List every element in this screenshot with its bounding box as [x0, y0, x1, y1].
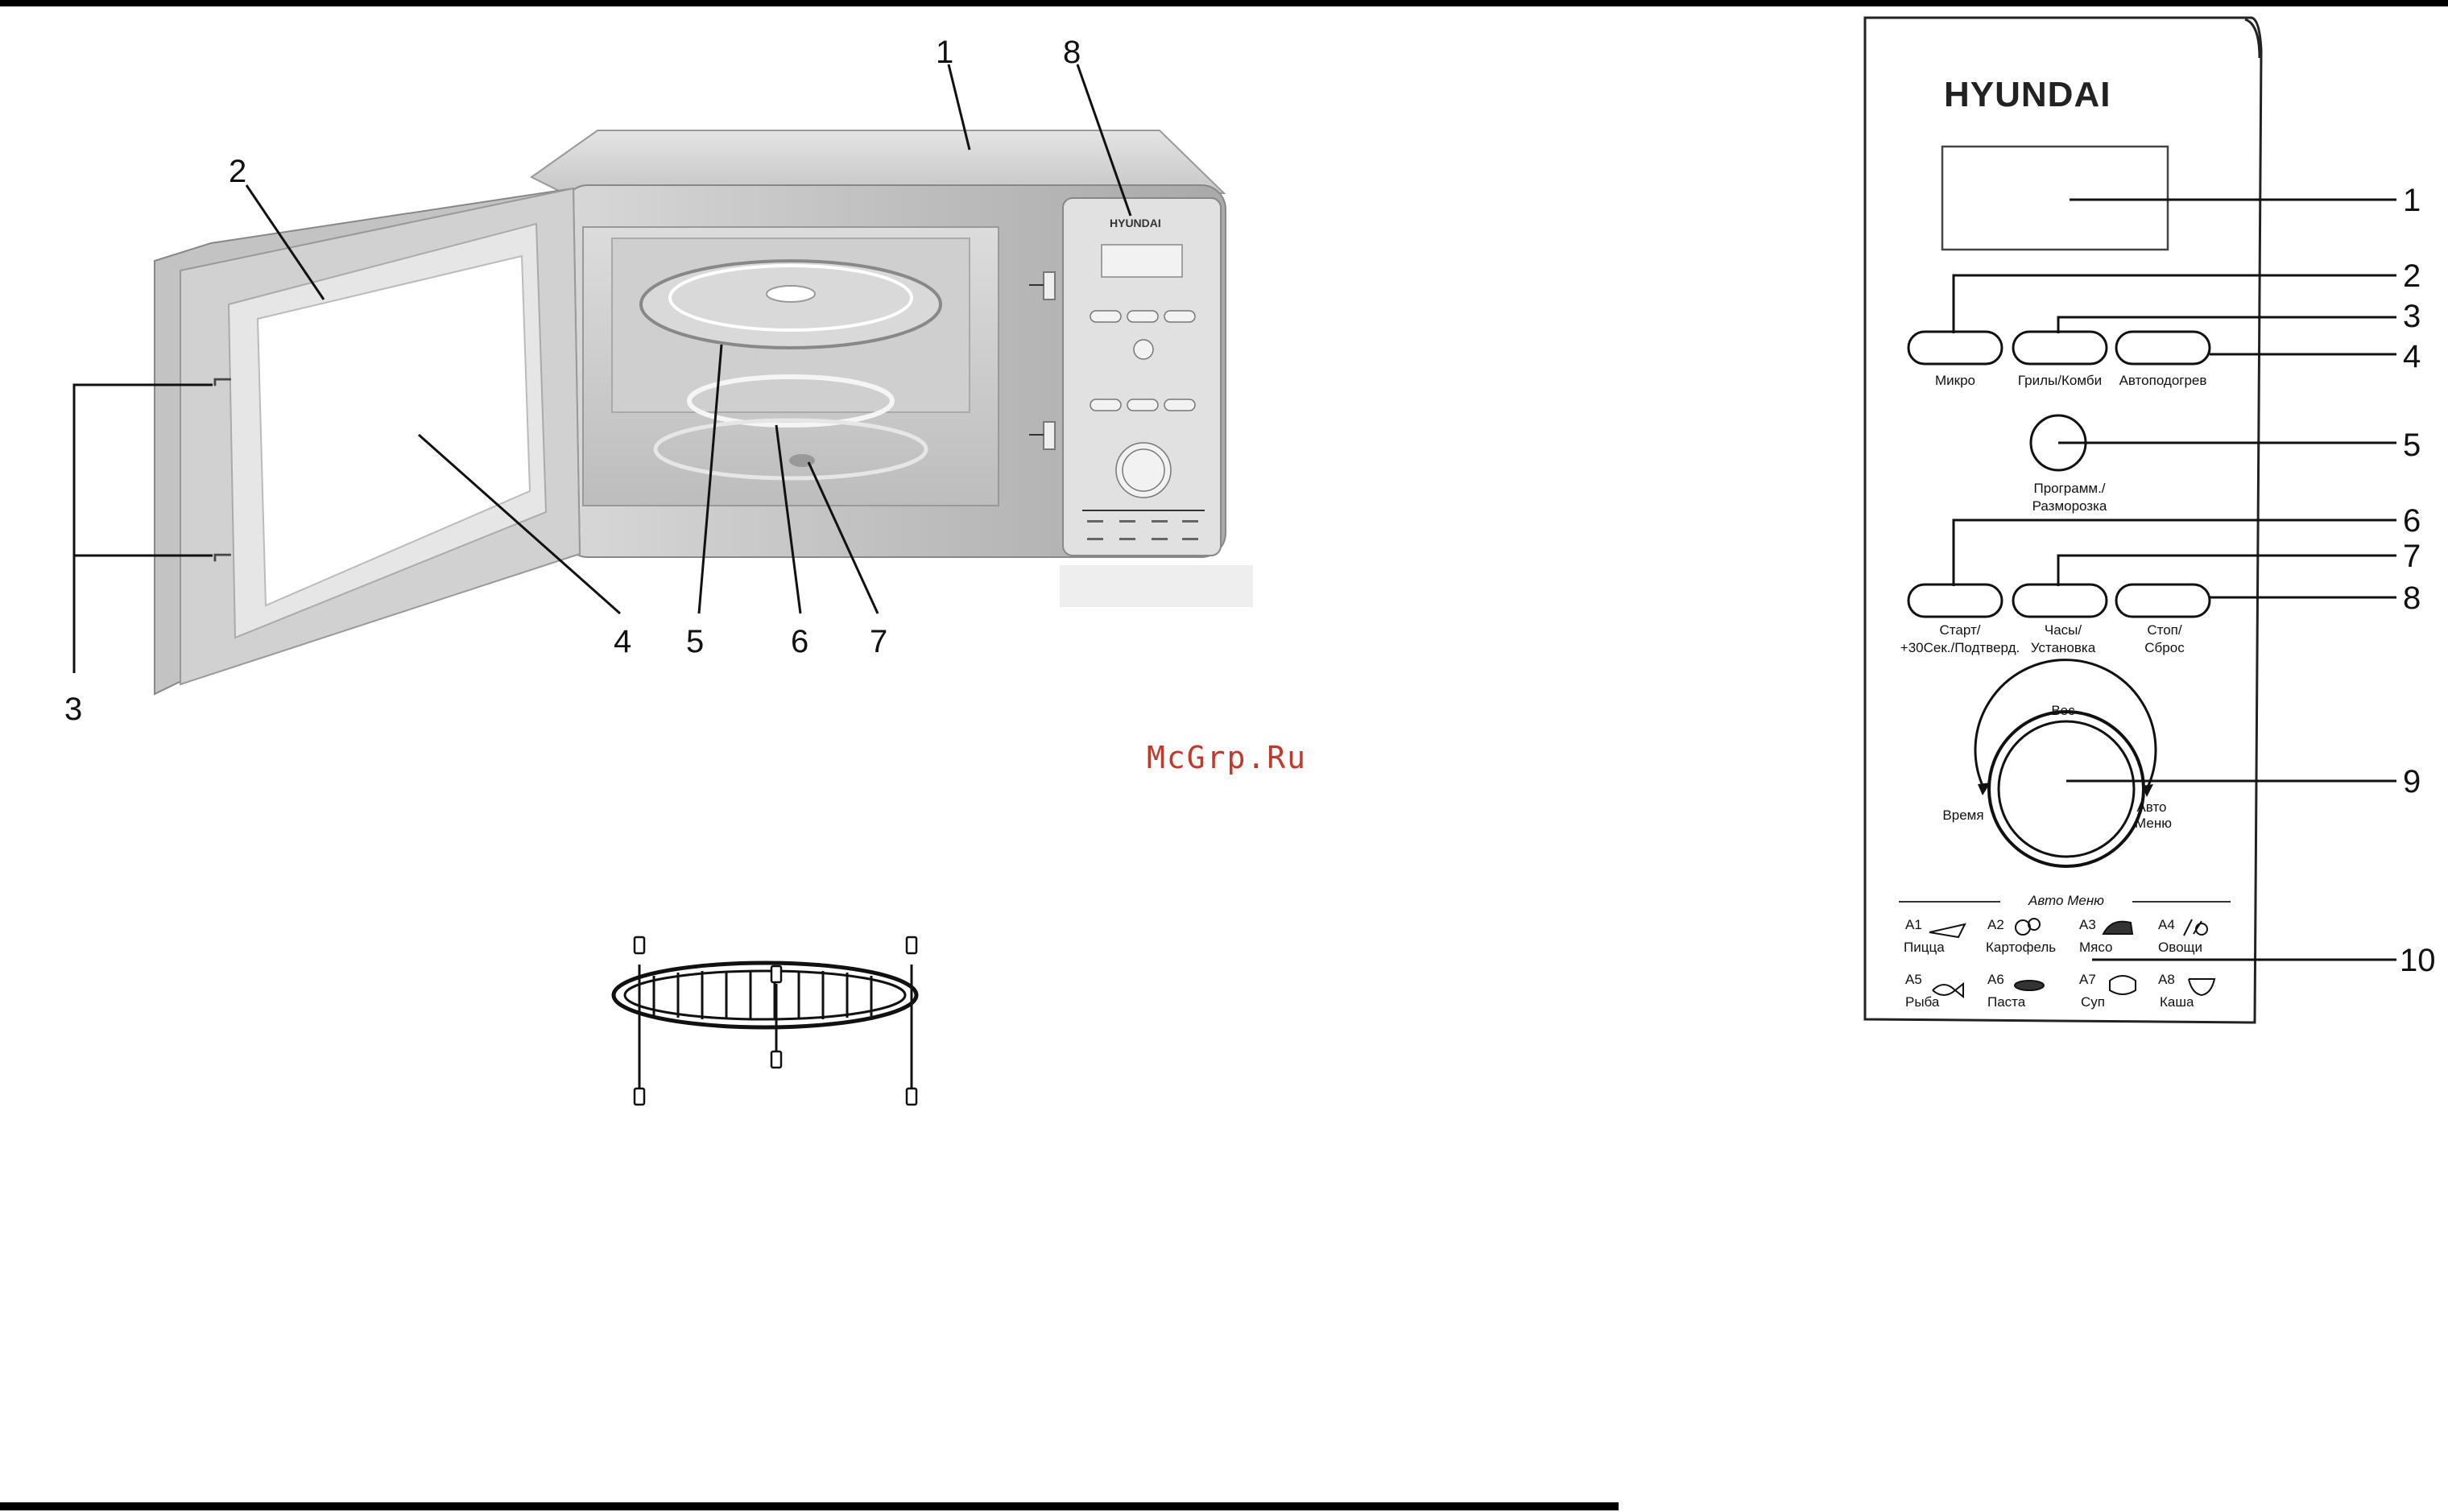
start-label-line2: +30Сек./Подтверд.	[1900, 640, 2020, 655]
stop-label-line2: Сброс	[2144, 640, 2185, 655]
latch-slot-bottom	[1044, 422, 1055, 449]
panel-callout-8: 8	[2403, 580, 2421, 616]
grill-combi-button-label: Грилы/Комби	[2018, 373, 2102, 388]
auto-menu-code: A2	[1987, 917, 2004, 932]
grill-rack-illustration	[614, 937, 916, 1105]
oven-callout-8: 8	[1063, 35, 1081, 70]
panel-callout-6: 6	[2403, 503, 2421, 539]
oven-callout-3: 3	[64, 692, 82, 727]
auto-menu-name: Овощи	[2158, 940, 2202, 955]
oven-panel-brand: HYUNDAI	[1110, 217, 1161, 229]
tray-hub	[767, 286, 815, 302]
latch-slot-top	[1044, 272, 1055, 300]
microwave-illustration: HYUNDAI ⌐ ⌐	[64, 35, 1253, 727]
oven-callout-5: 5	[686, 624, 704, 659]
bottom-rule	[0, 1502, 1619, 1510]
auto-menu-code: A4	[2158, 917, 2175, 932]
auto-reheat-button-label: Автоподогрев	[2119, 373, 2207, 388]
auto-menu-name: Рыба	[1905, 994, 1940, 1010]
auto-menu-title: Авто Меню	[2028, 893, 2104, 908]
auto-menu-name: Пицца	[1904, 940, 1945, 955]
auto-menu-name: Суп	[2081, 994, 2105, 1010]
panel-brand: HYUNDAI	[1944, 75, 2111, 114]
oven-callout-6: 6	[791, 624, 808, 659]
dial-label-menu: Меню	[2135, 816, 2172, 831]
panel-callout-4: 4	[2403, 339, 2421, 374]
display-window	[1942, 147, 2168, 250]
pasta-icon	[2015, 981, 2044, 990]
oven-callout-1: 1	[936, 35, 953, 70]
oven-callout-2: 2	[229, 154, 246, 189]
micro-button-label: Микро	[1935, 373, 1975, 388]
auto-menu-code: A3	[2079, 917, 2096, 932]
panel-callout-10: 10	[2400, 943, 2436, 978]
panel-callout-9: 9	[2403, 764, 2421, 799]
auto-reheat-button[interactable]	[2116, 332, 2210, 364]
door-hook-icon: ⌐	[211, 540, 234, 572]
oven-callout-4: 4	[614, 624, 631, 659]
stop-reset-button[interactable]	[2116, 585, 2210, 617]
program-label-line1: Программ./	[2033, 481, 2105, 496]
clock-label-line1: Часы/	[2045, 622, 2082, 638]
oven-callout-7: 7	[870, 624, 887, 659]
oven-shadow	[1060, 565, 1253, 607]
stop-label-line1: Стоп/	[2147, 622, 2182, 638]
dial-label-weight: Вес	[2051, 703, 2075, 718]
grill-combi-button[interactable]	[2013, 332, 2107, 364]
auto-menu-name: Мясо	[2079, 940, 2113, 955]
dial-label-time: Время	[1942, 808, 1983, 823]
program-label-line2: Разморозка	[2032, 498, 2107, 514]
clock-button[interactable]	[2013, 585, 2107, 617]
glass-tray	[641, 261, 941, 348]
auto-menu-code: A1	[1905, 917, 1922, 932]
start-label-line1: Старт/	[1940, 622, 1981, 638]
control-panel-detail: HYUNDAI Микро Грилы/Комби Автоподогрев П…	[1865, 18, 2436, 1022]
panel-callout-2: 2	[2403, 258, 2421, 294]
panel-callout-3: 3	[2403, 299, 2421, 334]
panel-callout-7: 7	[2403, 539, 2421, 574]
auto-menu-code: A6	[1987, 972, 2004, 987]
auto-menu-code: A7	[2079, 972, 2096, 987]
auto-menu-name: Каша	[2160, 994, 2194, 1010]
clock-label-line2: Установка	[2031, 640, 2096, 655]
panel-callout-1: 1	[2403, 183, 2421, 218]
auto-menu-code: A8	[2158, 972, 2175, 987]
top-rule	[0, 0, 2448, 6]
auto-menu-name: Картофель	[1986, 940, 2056, 955]
auto-menu-code: A5	[1905, 972, 1922, 987]
panel-callouts: 1 2 3 4 5 6 7 8 9 10	[2400, 183, 2436, 978]
panel-callout-5: 5	[2403, 428, 2421, 463]
auto-menu-name: Паста	[1987, 994, 2026, 1010]
micro-button[interactable]	[1908, 332, 2002, 364]
door-hook-icon: ⌐	[211, 365, 234, 397]
start-button[interactable]	[1908, 585, 2002, 617]
watermark: McGrp.Ru	[1147, 740, 1307, 775]
dial-label-auto: Авто	[2136, 799, 2166, 815]
